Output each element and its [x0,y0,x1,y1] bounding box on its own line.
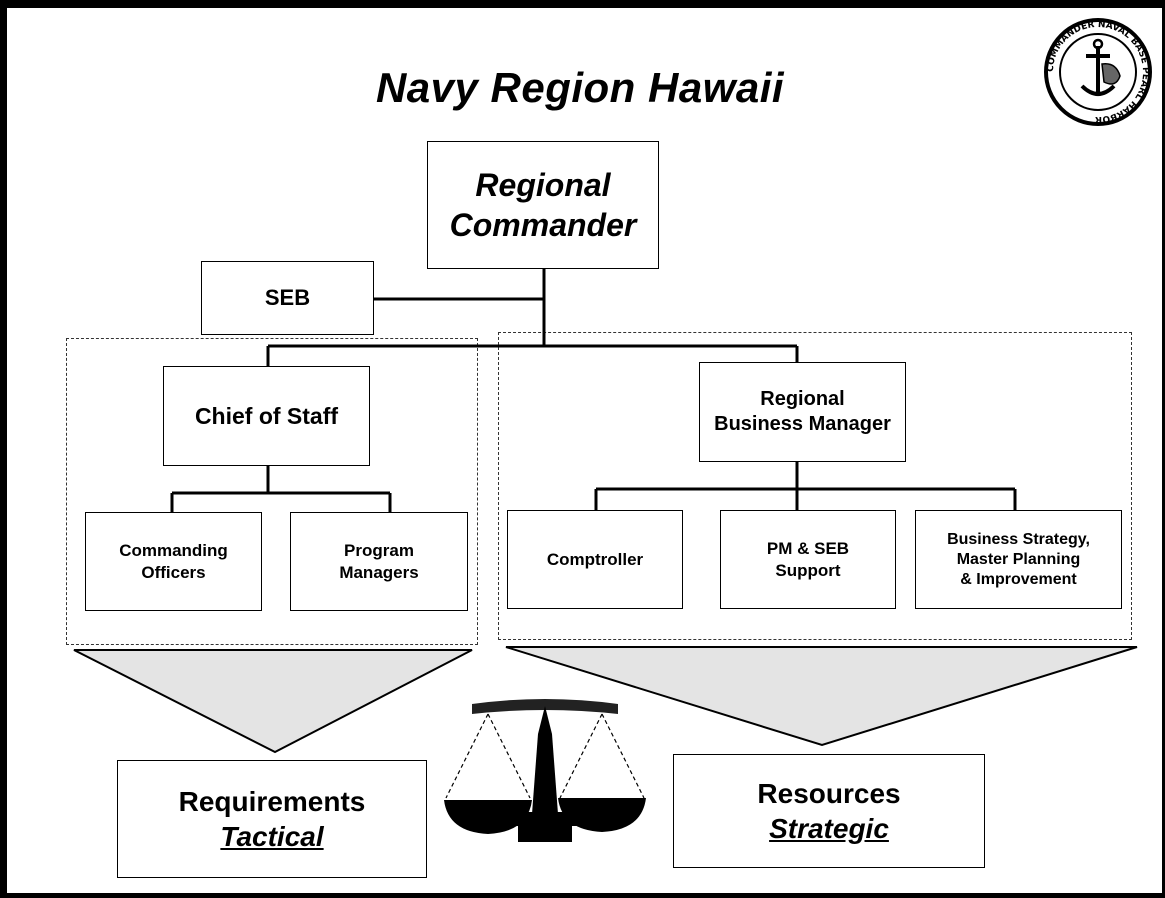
program-managers-box: Program Managers [290,512,468,611]
business-strategy-label: Business Strategy, Master Planning & Imp… [947,530,1090,588]
pm-seb-support-label: PM & SEB Support [766,539,850,580]
strategic-label: Strategic [769,813,889,844]
resources-box: Resources Strategic [673,754,985,868]
business-strategy-box: Business Strategy, Master Planning & Imp… [915,510,1122,609]
regional-business-manager-label: Regional Business Manager [714,388,891,435]
page-title: Navy Region Hawaii [375,64,785,111]
commander-navy-region-seal-icon: COMMANDER NAVAL BASE PEARL HARBOR [1044,18,1152,126]
chief-of-staff-box: Chief of Staff [163,366,370,466]
business-group-outline [498,332,1132,640]
resources-funnel [505,646,1138,747]
commanding-officers-label: Commanding Officers [119,541,228,582]
program-managers-label: Program Managers [339,541,419,582]
comptroller-label: Comptroller [546,549,644,569]
regional-business-manager-box: Regional Business Manager [699,362,906,462]
requirements-funnel [73,649,473,754]
regional-commander-box: Regional Commander [427,141,659,269]
resources-label: Resources [757,778,901,809]
commanding-officers-box: Commanding Officers [85,512,262,611]
pm-seb-support-box: PM & SEB Support [720,510,896,609]
seb-label: SEB [264,285,311,311]
requirements-box: Requirements Tactical [117,760,427,878]
regional-commander-label: Regional Commander [449,167,637,243]
operations-group-outline [66,338,478,645]
comptroller-box: Comptroller [507,510,683,609]
seb-box: SEB [201,261,374,335]
tactical-label: Tactical [220,821,324,852]
requirements-label: Requirements [178,786,366,817]
chief-of-staff-label: Chief of Staff [194,402,339,429]
balance-scale-icon [444,699,646,842]
